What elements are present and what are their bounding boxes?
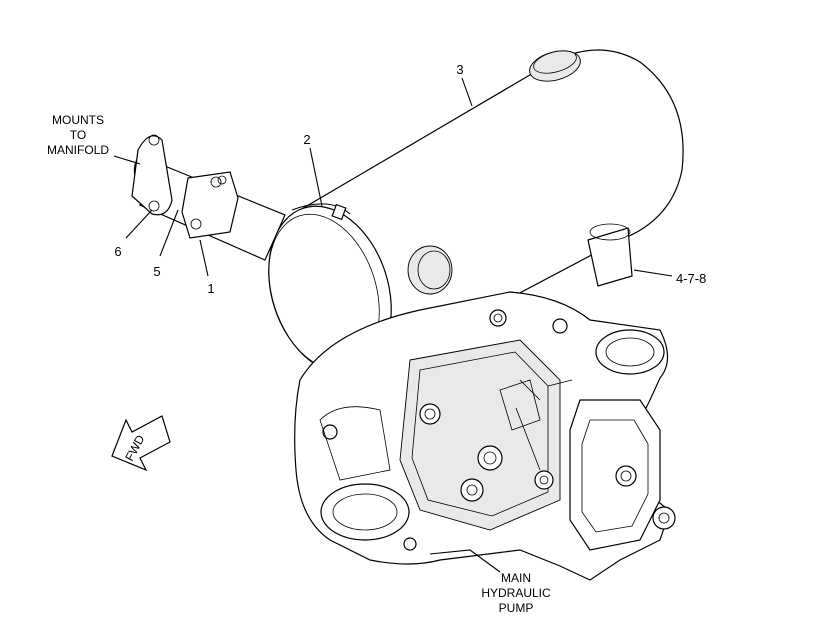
callout-6: 6 <box>114 244 121 259</box>
pump-label-line2: HYDRAULIC <box>481 586 551 600</box>
forward-direction-arrow: FWD <box>111 415 171 472</box>
pump-label-line3: PUMP <box>499 601 534 615</box>
inlet-pipe-assembly <box>131 134 286 261</box>
callout-4-7-8: 4-7-8 <box>676 271 706 286</box>
mounts-label-line2: TO <box>70 128 86 142</box>
main-hydraulic-pump <box>294 291 676 581</box>
callout-5: 5 <box>153 264 160 279</box>
callout-1: 1 <box>207 281 214 296</box>
mounts-label-line1: MOUNTS <box>52 113 104 127</box>
callout-2: 2 <box>303 132 310 147</box>
leader-lines <box>113 77 673 573</box>
mounts-label-line3: MANIFOLD <box>47 143 109 157</box>
exhaust-tailpipe <box>587 223 633 287</box>
callout-labels: MOUNTS TO MANIFOLD MAIN HYDRAULIC PUMP 3… <box>47 62 706 615</box>
pump-label-line1: MAIN <box>501 571 531 585</box>
callout-3: 3 <box>456 62 463 77</box>
